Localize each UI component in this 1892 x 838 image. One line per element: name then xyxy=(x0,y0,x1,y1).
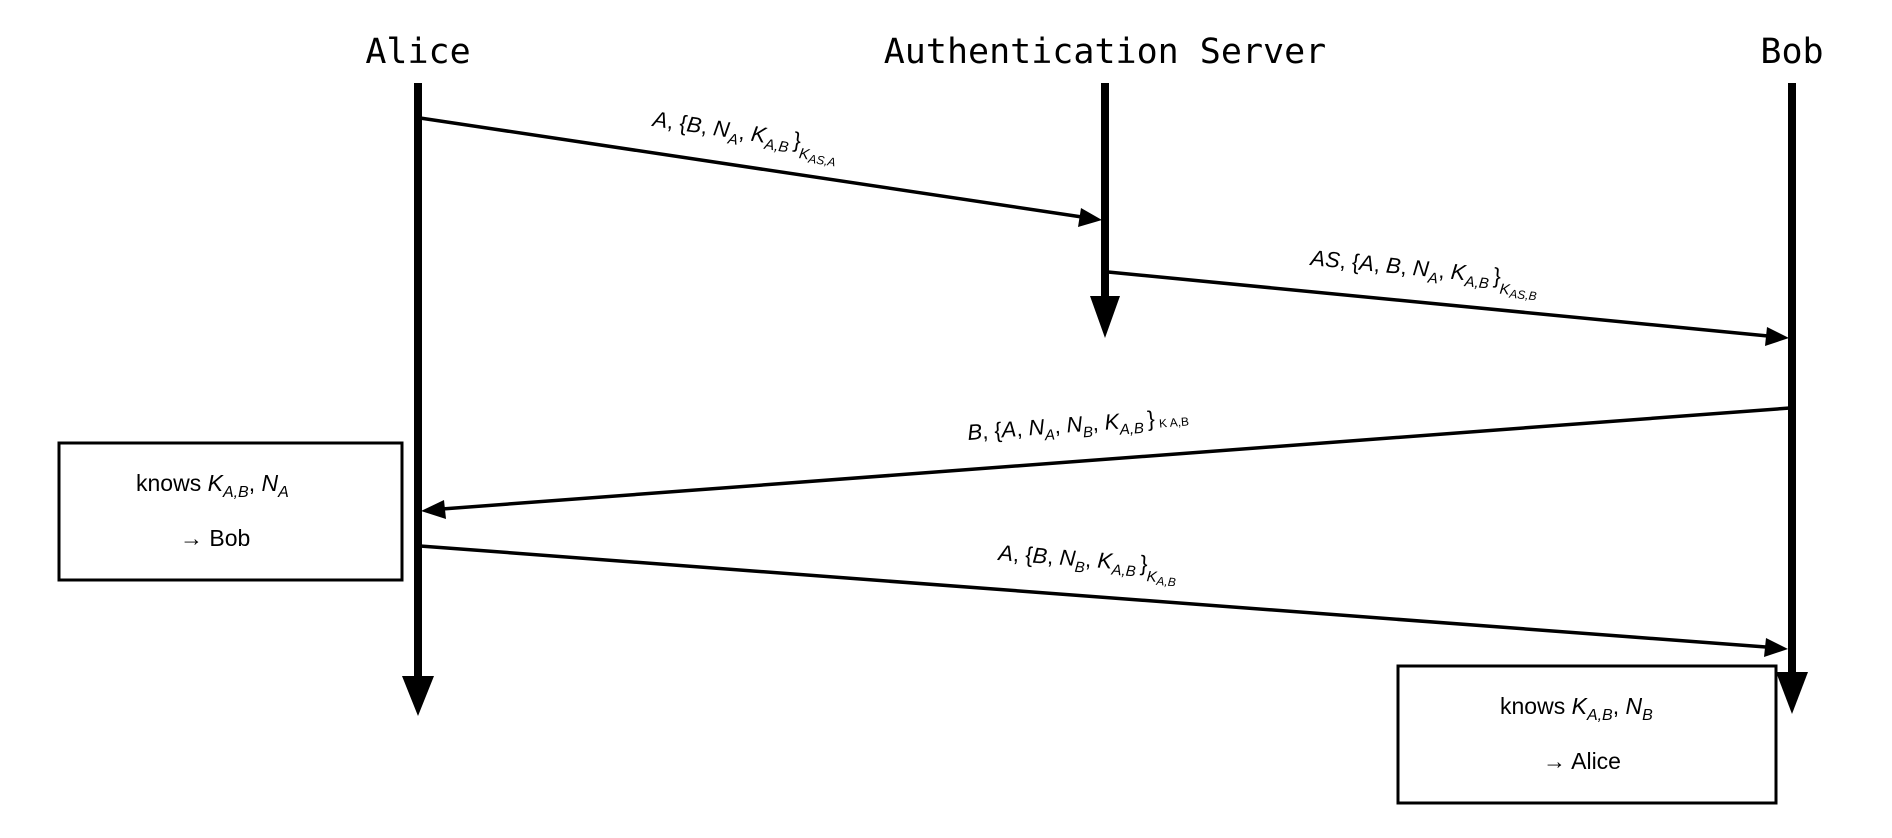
actor-label-alice: Alice xyxy=(365,32,470,72)
actor-label-bob: Bob xyxy=(1760,32,1823,72)
note-bob-knows: knows KA,B, NB xyxy=(1500,693,1653,724)
note-alice: knows KA,B, NA → Bob xyxy=(57,441,404,582)
message-alice-to-bob xyxy=(419,544,1788,657)
note-bob: knows KA,B, NB → Alice xyxy=(1396,664,1778,805)
message-bob-to-alice xyxy=(421,406,1791,519)
note-alice-arrow: → Bob xyxy=(180,525,250,551)
message-2-label: AS, {A, B, NA, KA,B}KAS,B xyxy=(1306,245,1539,303)
message-server-to-bob xyxy=(1107,270,1789,346)
lifeline-server xyxy=(1090,83,1120,338)
message-4-label: A, {B, NB, KA,B}KA,B xyxy=(995,540,1178,589)
lifeline-bob xyxy=(1776,83,1808,714)
message-alice-to-server xyxy=(419,116,1102,227)
message-3-label: B, {A, NA, NB, KA,B}K A,B xyxy=(967,403,1190,450)
note-alice-knows: knows KA,B, NA xyxy=(136,470,289,501)
lifeline-alice xyxy=(402,83,434,716)
note-bob-arrow: → Alice xyxy=(1543,748,1621,774)
actor-label-server: Authentication Server xyxy=(884,32,1327,72)
message-1-label: A, {B, NA, KA,B}KAS,A xyxy=(648,106,840,170)
